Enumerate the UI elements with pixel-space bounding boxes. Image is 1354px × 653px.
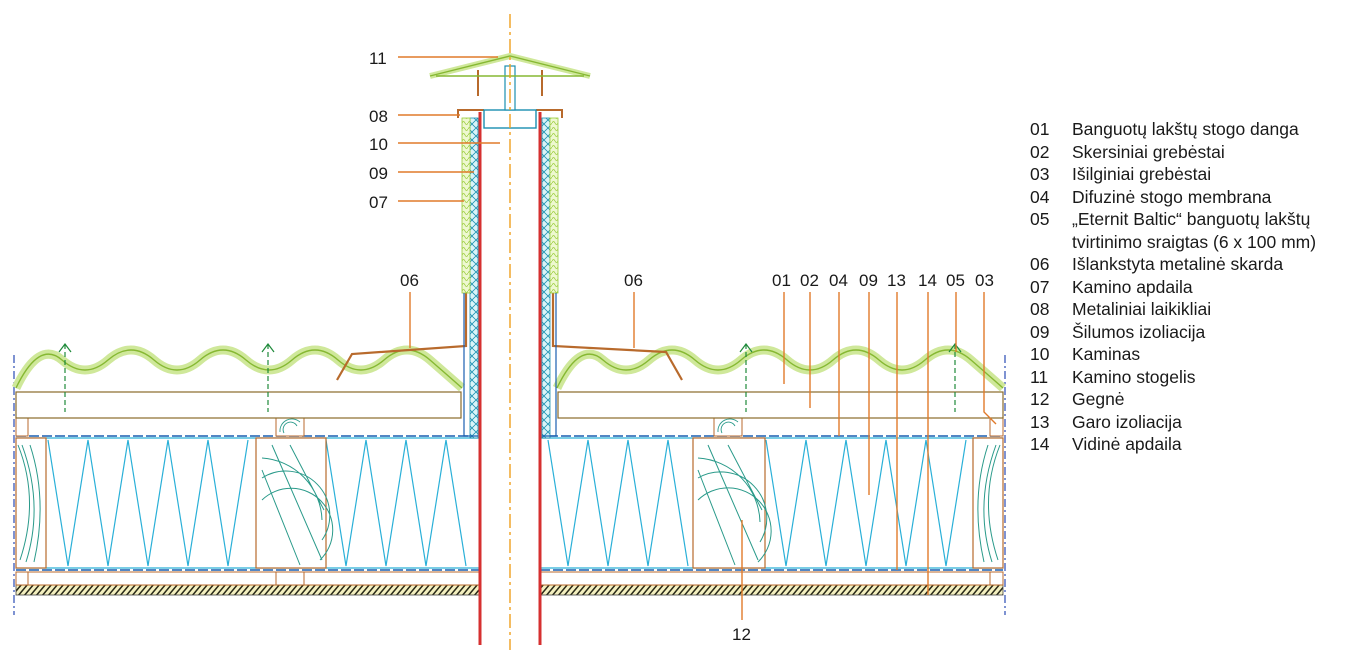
callout-14: 14 bbox=[918, 271, 937, 290]
callout-08: 08 bbox=[369, 107, 388, 126]
rafter-left-edge bbox=[15, 437, 47, 569]
callout-02: 02 bbox=[800, 271, 819, 290]
callout-01: 01 bbox=[772, 271, 791, 290]
bracket-right bbox=[536, 109, 563, 118]
chimney-cap-posts bbox=[477, 70, 543, 96]
roof-screws bbox=[58, 343, 962, 412]
batten-grain bbox=[279, 418, 739, 434]
callout-09-right: 09 bbox=[859, 271, 878, 290]
flashing-left bbox=[336, 280, 468, 381]
leader-lines bbox=[398, 56, 997, 620]
rafter-left-center bbox=[255, 437, 334, 569]
callout-10: 10 bbox=[369, 135, 388, 154]
callout-06-right: 06 bbox=[624, 271, 643, 290]
chimney-finish-left bbox=[461, 117, 471, 294]
legend-item-continuation: tvirtinimo sraigtas (6 x 100 mm) bbox=[1072, 231, 1317, 252]
batten-board-right bbox=[557, 391, 1004, 419]
bottom-battens bbox=[16, 571, 1003, 586]
callout-12: 12 bbox=[732, 625, 751, 644]
rafter-right-center bbox=[692, 437, 772, 569]
chimney-flashing-edge-right bbox=[542, 293, 557, 437]
batten-board-left bbox=[15, 391, 462, 419]
insulation-right bbox=[540, 437, 1003, 569]
flashing-right bbox=[551, 280, 683, 381]
callout-06-left: 06 bbox=[400, 271, 419, 290]
callout-03: 03 bbox=[975, 271, 994, 290]
callout-13: 13 bbox=[887, 271, 906, 290]
interior-finish-left bbox=[15, 584, 480, 596]
callout-07: 07 bbox=[369, 193, 388, 212]
callout-04: 04 bbox=[829, 271, 848, 290]
callout-09: 09 bbox=[369, 164, 388, 183]
interior-finish-right bbox=[539, 584, 1004, 596]
chimney-insulation-left bbox=[469, 117, 479, 439]
insulation-left bbox=[16, 437, 479, 569]
callout-11: 11 bbox=[369, 49, 387, 68]
callout-05: 05 bbox=[946, 271, 965, 290]
chimney-insulation-right bbox=[541, 117, 551, 439]
chimney-finish-right bbox=[549, 117, 559, 294]
corrugated-roof-left bbox=[11, 345, 465, 392]
legend-item: 05„Eternit Baltic“ banguotų lakštų bbox=[1030, 209, 1311, 229]
corrugated-roof-right bbox=[552, 345, 1006, 392]
rafter-right-edge bbox=[972, 437, 1004, 569]
chimney-flashing-edge-left bbox=[463, 293, 478, 437]
